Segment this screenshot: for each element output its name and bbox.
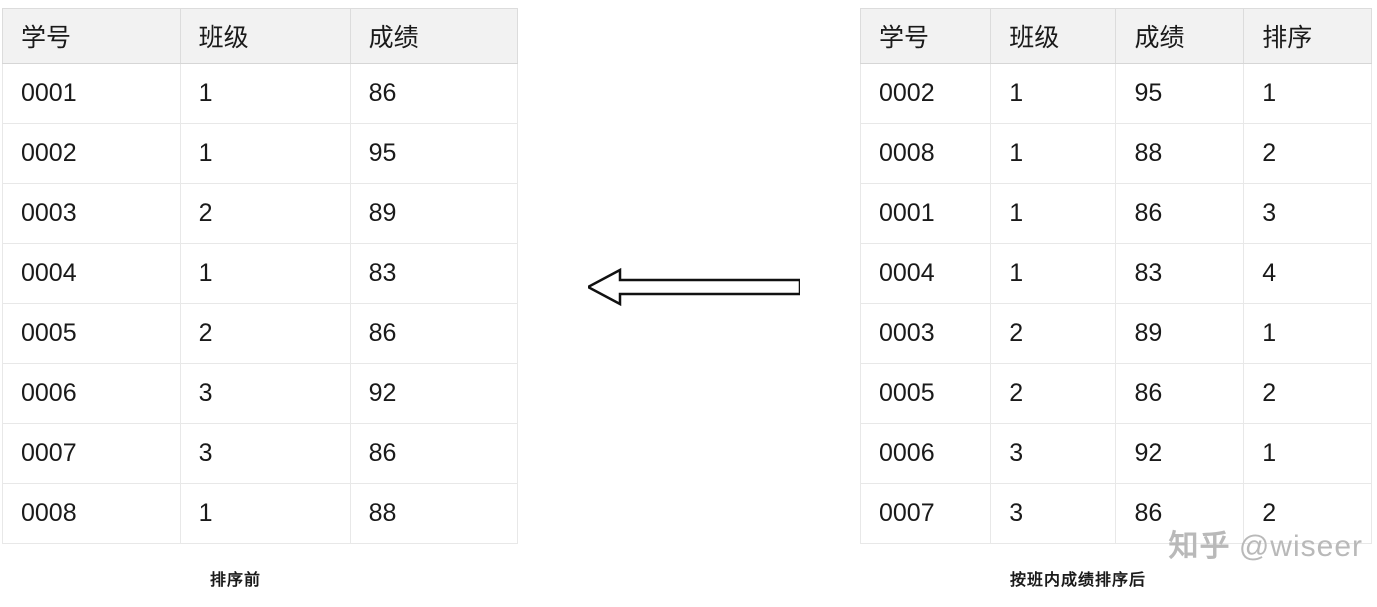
after-sort-table-block: 学号 班级 成绩 排序 0002 1 95 1 0008 1 88 2 <box>859 8 1372 544</box>
cell-student-id: 0004 <box>2 243 181 304</box>
cell-student-id: 0004 <box>859 243 992 304</box>
table-body: 0002 1 95 1 0008 1 88 2 0001 1 86 3 <box>859 63 1372 544</box>
cell-class: 2 <box>179 303 351 364</box>
column-header-score: 成绩 <box>1115 8 1245 64</box>
before-sort-table-block: 学号 班级 成绩 0001 1 86 0002 1 95 0003 <box>2 8 519 544</box>
cell-student-id: 0003 <box>2 183 181 244</box>
cell-student-id: 0002 <box>2 123 181 184</box>
cell-class: 1 <box>990 243 1117 304</box>
table-row: 0003 2 89 1 <box>859 303 1372 364</box>
cell-score: 83 <box>349 243 519 304</box>
cell-class: 1 <box>990 183 1117 244</box>
cell-class: 1 <box>179 123 351 184</box>
cell-score: 95 <box>1115 63 1245 124</box>
cell-student-id: 0001 <box>2 63 181 124</box>
cell-score: 86 <box>349 63 519 124</box>
cell-student-id: 0006 <box>2 363 181 424</box>
cell-class: 3 <box>990 483 1117 544</box>
table-row: 0007 3 86 2 <box>859 483 1372 544</box>
table-row: 0005 2 86 <box>2 303 519 364</box>
after-sort-table: 学号 班级 成绩 排序 0002 1 95 1 0008 1 88 2 <box>859 8 1372 544</box>
cell-class: 3 <box>179 363 351 424</box>
cell-rank: 2 <box>1243 123 1372 184</box>
column-header-class: 班级 <box>179 8 351 64</box>
table-row: 0007 3 86 <box>2 423 519 484</box>
table-row: 0004 1 83 <box>2 243 519 304</box>
cell-score: 92 <box>349 363 519 424</box>
table-row: 0006 3 92 <box>2 363 519 424</box>
header-row: 学号 班级 成绩 <box>2 8 519 64</box>
cell-score: 89 <box>349 183 519 244</box>
cell-score: 88 <box>1115 123 1245 184</box>
cell-class: 2 <box>179 183 351 244</box>
cell-student-id: 0008 <box>859 123 992 184</box>
cell-score: 86 <box>1115 183 1245 244</box>
cell-rank: 3 <box>1243 183 1372 244</box>
table-row: 0004 1 83 4 <box>859 243 1372 304</box>
cell-rank: 1 <box>1243 303 1372 364</box>
cell-class: 1 <box>179 243 351 304</box>
cell-rank: 2 <box>1243 363 1372 424</box>
cell-student-id: 0005 <box>2 303 181 364</box>
table-row: 0005 2 86 2 <box>859 363 1372 424</box>
table-header: 学号 班级 成绩 <box>2 8 519 64</box>
table-row: 0001 1 86 3 <box>859 183 1372 244</box>
column-header-student-id: 学号 <box>859 8 992 64</box>
column-header-rank: 排序 <box>1243 8 1372 64</box>
table-header: 学号 班级 成绩 排序 <box>859 8 1372 64</box>
cell-rank: 1 <box>1243 63 1372 124</box>
cell-class: 1 <box>990 63 1117 124</box>
cell-score: 95 <box>349 123 519 184</box>
cell-student-id: 0006 <box>859 423 992 484</box>
cell-student-id: 0007 <box>2 423 181 484</box>
cell-score: 86 <box>349 423 519 484</box>
column-header-student-id: 学号 <box>2 8 181 64</box>
table-row: 0001 1 86 <box>2 63 519 124</box>
rightwards-double-arrow-icon <box>585 262 802 312</box>
cell-student-id: 0005 <box>859 363 992 424</box>
column-header-score: 成绩 <box>349 8 519 64</box>
header-row: 学号 班级 成绩 排序 <box>859 8 1372 64</box>
cell-rank: 4 <box>1243 243 1372 304</box>
cell-student-id: 0008 <box>2 483 181 544</box>
watermark: 知乎 @wiseer <box>1169 521 1364 565</box>
after-sort-caption: 按班内成绩排序后 <box>1010 572 1147 589</box>
cell-class: 1 <box>179 63 351 124</box>
table-row: 0002 1 95 1 <box>859 63 1372 124</box>
table-row: 0002 1 95 <box>2 123 519 184</box>
table-row: 0003 2 89 <box>2 183 519 244</box>
watermark-logo: 知乎 <box>1168 530 1231 563</box>
before-sort-caption: 排序前 <box>210 572 262 589</box>
cell-score: 83 <box>1115 243 1245 304</box>
cell-score: 86 <box>1115 363 1245 424</box>
cell-student-id: 0007 <box>859 483 992 544</box>
cell-score: 88 <box>349 483 519 544</box>
watermark-handle: @wiseer <box>1238 530 1363 563</box>
cell-class: 3 <box>990 423 1117 484</box>
cell-student-id: 0002 <box>859 63 992 124</box>
cell-student-id: 0001 <box>859 183 992 244</box>
cell-rank: 2 <box>1243 483 1372 544</box>
cell-class: 2 <box>990 363 1117 424</box>
cell-student-id: 0003 <box>859 303 992 364</box>
cell-class: 2 <box>990 303 1117 364</box>
cell-rank: 1 <box>1243 423 1372 484</box>
table-row: 0008 1 88 2 <box>859 123 1372 184</box>
cell-class: 3 <box>179 423 351 484</box>
cell-class: 1 <box>179 483 351 544</box>
cell-score: 89 <box>1115 303 1245 364</box>
column-header-class: 班级 <box>990 8 1117 64</box>
table-row: 0008 1 88 <box>2 483 519 544</box>
cell-score: 92 <box>1115 423 1245 484</box>
before-sort-table: 学号 班级 成绩 0001 1 86 0002 1 95 0003 <box>2 8 519 544</box>
cell-class: 1 <box>990 123 1117 184</box>
table-body: 0001 1 86 0002 1 95 0003 2 89 0004 1 <box>2 63 519 544</box>
cell-score: 86 <box>349 303 519 364</box>
table-row: 0006 3 92 1 <box>859 423 1372 484</box>
